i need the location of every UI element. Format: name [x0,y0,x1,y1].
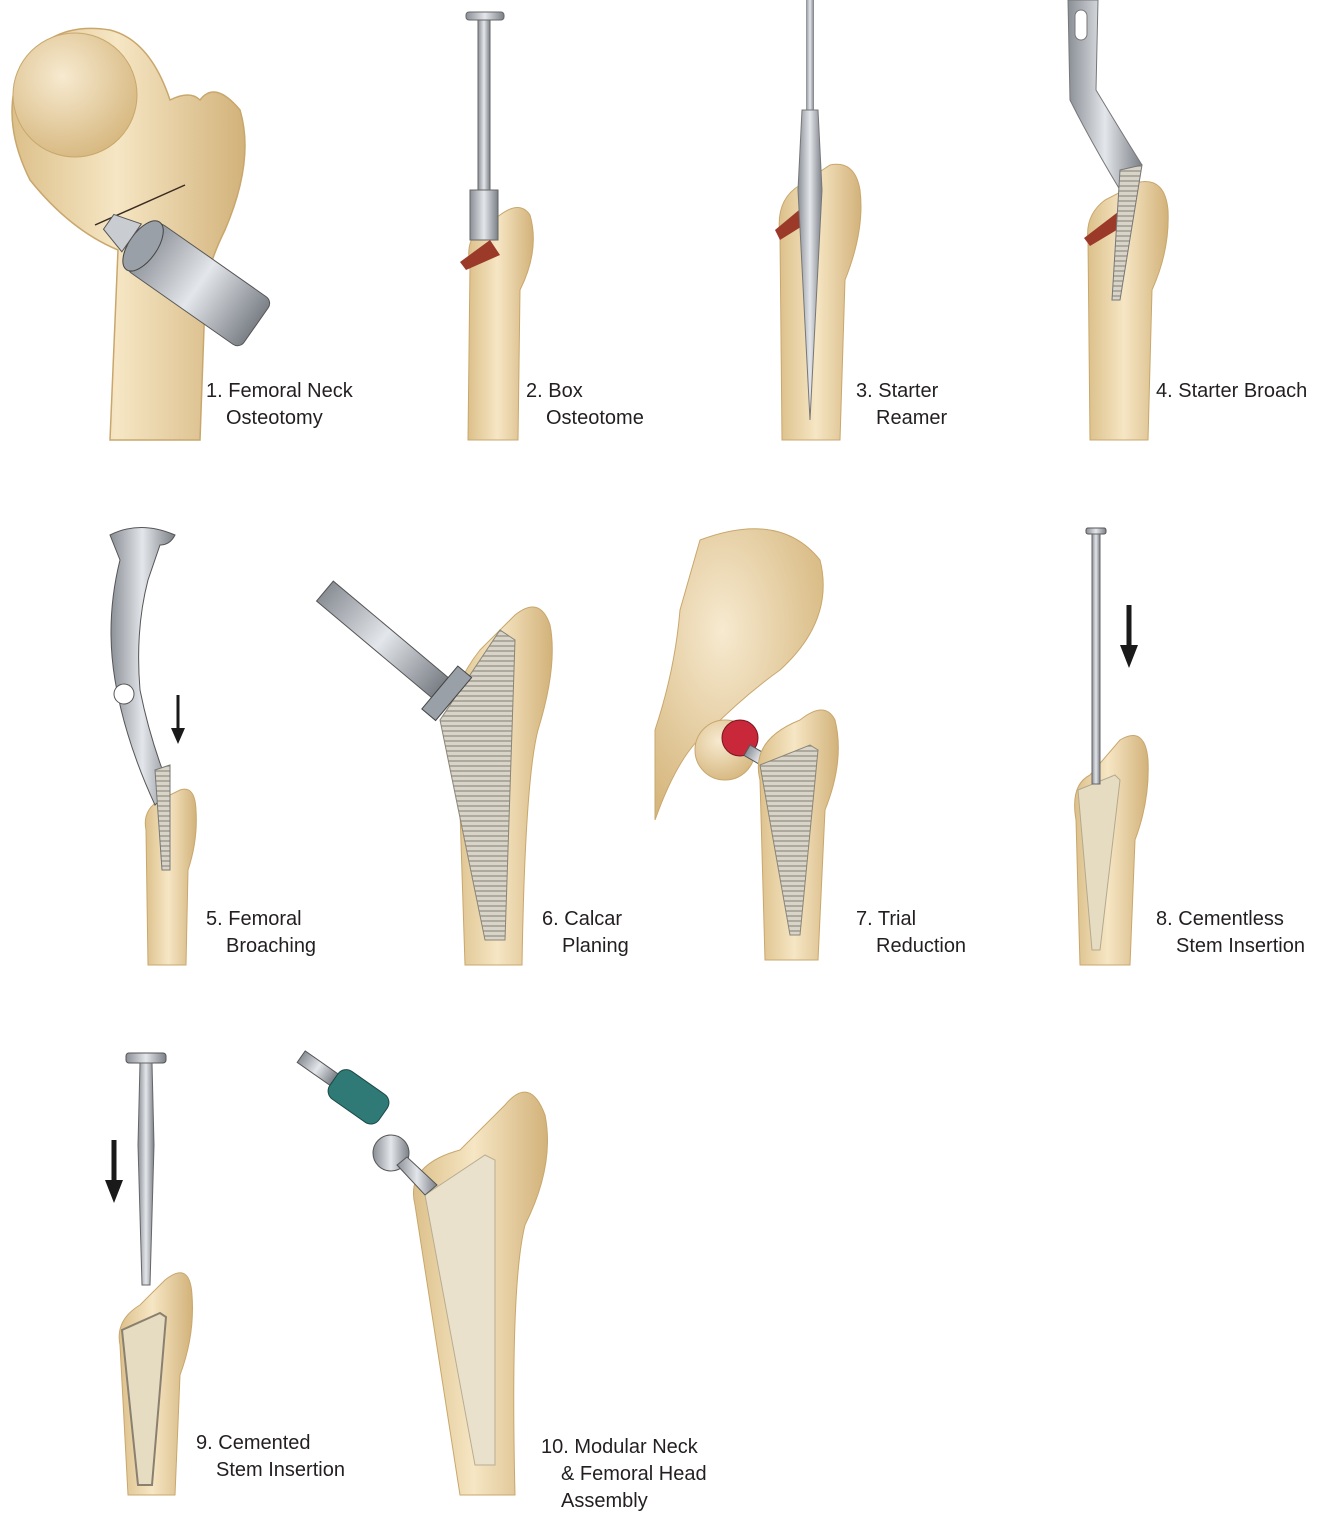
step-2-line-1: Box [548,380,582,402]
step-10-line-2: & Femoral Head [541,1461,707,1488]
step-6-caption: 6. Calcar Planing [542,906,629,960]
step-6-panel: 6. Calcar Planing [300,520,660,970]
step-7-panel: 7. Trial Reduction [650,520,990,970]
step-10-line-3: Assembly [541,1488,707,1515]
step-5-number: 5. [206,908,223,930]
step-2-caption: 2. Box Osteotome [526,378,644,432]
step-8-illustration [1060,520,1329,970]
step-4-number: 4. [1156,380,1173,402]
step-1-panel: 1. Femoral Neck Osteotomy [0,0,380,450]
step-7-caption: 7. Trial Reduction [856,906,966,960]
step-8-number: 8. [1156,908,1173,930]
step-3-panel: 3. Starter Reamer [760,0,990,450]
step-3-caption: 3. Starter Reamer [856,378,947,432]
step-10-number: 10. [541,1436,569,1458]
step-7-number: 7. [856,908,873,930]
step-8-caption: 8. Cementless Stem Insertion [1156,906,1305,960]
step-6-illustration [300,520,660,970]
step-8-line-2: Stem Insertion [1156,933,1305,960]
step-7-line-1: Trial [878,908,916,930]
step-3-number: 3. [856,380,873,402]
step-2-line-2: Osteotome [526,405,644,432]
step-2-number: 2. [526,380,543,402]
step-3-line-1: Starter [878,380,938,402]
step-4-panel: 4. Starter Broach [1060,0,1329,450]
step-10-caption: 10. Modular Neck & Femoral Head Assembly [541,1434,707,1515]
step-1-line-1: Femoral Neck [228,380,352,402]
step-7-illustration [650,520,990,970]
step-2-panel: 2. Box Osteotome [430,0,660,450]
step-1-number: 1. [206,380,223,402]
step-5-line-1: Femoral [228,908,301,930]
step-6-line-1: Calcar [564,908,622,930]
step-3-line-2: Reamer [856,405,947,432]
step-6-line-2: Planing [542,933,629,960]
step-10-panel: 10. Modular Neck & Femoral Head Assembly [285,1045,745,1517]
step-10-line-1: Modular Neck [574,1436,697,1458]
step-4-line-1: Starter Broach [1178,380,1307,402]
step-7-line-2: Reduction [856,933,966,960]
step-1-line-2: Osteotomy [206,405,353,432]
step-1-caption: 1. Femoral Neck Osteotomy [206,378,353,432]
step-8-panel: 8. Cementless Stem Insertion [1060,520,1329,970]
step-9-number: 9. [196,1432,213,1454]
step-6-number: 6. [542,908,559,930]
step-4-caption: 4. Starter Broach [1156,378,1307,405]
step-8-line-1: Cementless [1178,908,1284,930]
